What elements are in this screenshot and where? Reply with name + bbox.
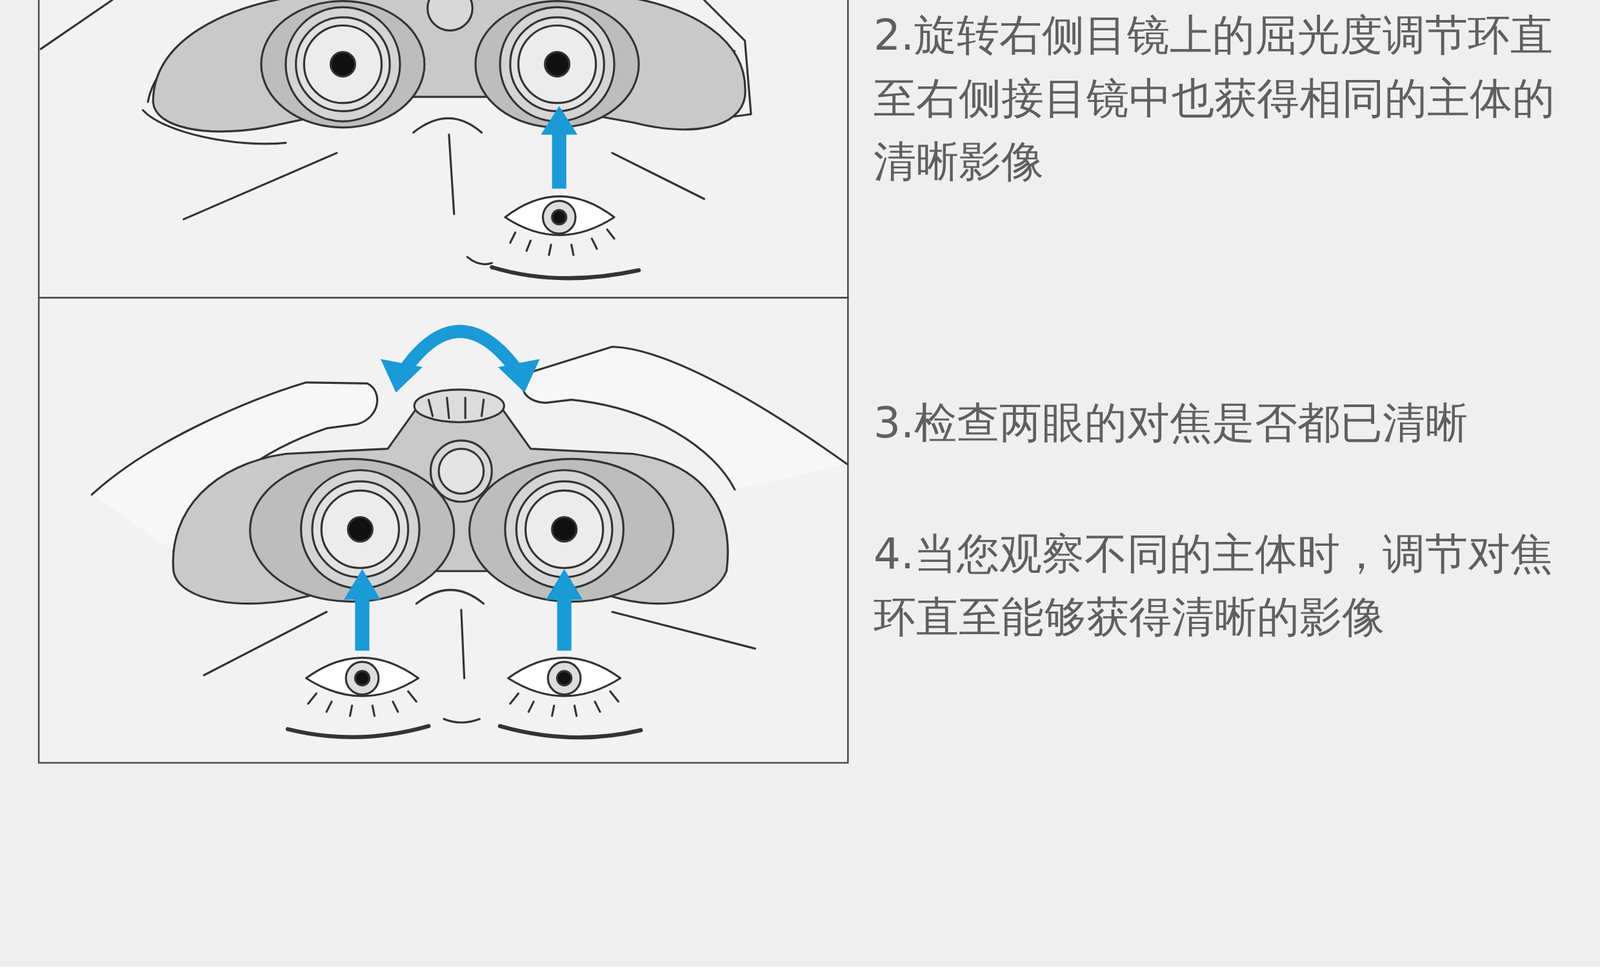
binocular-body bbox=[321, 490, 399, 568]
binocular-body bbox=[500, 7, 615, 122]
blue-arrow bbox=[343, 331, 583, 651]
bottom-panel bbox=[38, 298, 848, 764]
blue-arrow bbox=[343, 569, 381, 600]
top-panel bbox=[38, 0, 848, 299]
eye bbox=[505, 196, 615, 255]
eye bbox=[354, 670, 370, 686]
binocular-body bbox=[518, 25, 596, 104]
eye bbox=[510, 229, 615, 256]
binocular-body bbox=[301, 470, 420, 589]
binocular-body bbox=[172, 405, 728, 604]
face bbox=[443, 718, 480, 723]
binocular-body bbox=[475, 1, 639, 128]
instruction-text: 4.当您观察不同的主体时，调节对焦环直至能够获得清晰的影像 bbox=[873, 522, 1558, 650]
face bbox=[500, 726, 641, 739]
face bbox=[449, 134, 455, 215]
blue-arrow bbox=[380, 358, 423, 393]
hand-line bbox=[203, 611, 327, 675]
eye bbox=[510, 691, 619, 717]
binocular-body bbox=[261, 1, 425, 128]
eye bbox=[552, 210, 567, 225]
eye bbox=[542, 200, 576, 234]
blue-arrow bbox=[354, 595, 370, 651]
face bbox=[461, 609, 465, 679]
blue-arrow bbox=[557, 595, 572, 651]
instruction-text: 3.检查两眼的对焦是否都已清晰 bbox=[873, 391, 1558, 455]
binocular-body bbox=[296, 17, 391, 111]
bottom-panel bbox=[38, 298, 848, 764]
hand-line bbox=[91, 346, 847, 675]
binocular-body bbox=[516, 481, 613, 578]
binocular-body bbox=[330, 52, 355, 77]
eye bbox=[305, 658, 620, 717]
blue-arrow bbox=[540, 105, 578, 189]
face bbox=[467, 256, 492, 264]
hand-line bbox=[40, 0, 113, 50]
eye bbox=[508, 658, 621, 697]
eye bbox=[557, 670, 572, 686]
hand-line bbox=[183, 152, 337, 220]
binocular-body bbox=[250, 458, 455, 602]
face bbox=[491, 267, 639, 279]
eye bbox=[308, 691, 417, 717]
binocular-body bbox=[427, 0, 473, 31]
binocular-body bbox=[469, 458, 674, 602]
eye bbox=[505, 196, 615, 235]
binocular-body bbox=[545, 52, 570, 77]
instruction-text: 2.旋转右侧目镜上的屈光度调节环直至右侧接目镜中也获得相同的主体的清晰影像 bbox=[873, 3, 1558, 194]
binocular-body bbox=[428, 398, 484, 419]
binocular-body bbox=[303, 25, 382, 104]
binocular-body bbox=[510, 17, 605, 111]
hand-line bbox=[612, 611, 755, 649]
face bbox=[287, 726, 429, 738]
binocular-body bbox=[172, 389, 728, 604]
binocular-body bbox=[552, 516, 577, 542]
panel-frame bbox=[38, 0, 848, 299]
top-panel bbox=[38, 0, 848, 299]
blue-arrow bbox=[498, 358, 540, 393]
face bbox=[287, 590, 641, 739]
binocular-body bbox=[312, 481, 409, 578]
binocular-body bbox=[152, 0, 746, 132]
panel-frame bbox=[38, 298, 848, 764]
eye bbox=[305, 658, 419, 697]
binocular-body bbox=[347, 516, 373, 542]
face bbox=[413, 118, 482, 133]
hand-line bbox=[612, 152, 704, 199]
eye bbox=[547, 661, 581, 695]
bottom-band bbox=[0, 967, 1600, 978]
binocular-body bbox=[285, 7, 400, 122]
eye bbox=[345, 661, 379, 695]
face bbox=[416, 590, 484, 604]
binocular-body bbox=[438, 449, 484, 495]
face bbox=[413, 118, 640, 279]
blue-arrow bbox=[540, 105, 578, 135]
blue-arrow bbox=[545, 569, 583, 600]
binocular-body bbox=[414, 389, 504, 423]
blue-arrow bbox=[552, 130, 567, 189]
binocular-body bbox=[525, 490, 604, 568]
